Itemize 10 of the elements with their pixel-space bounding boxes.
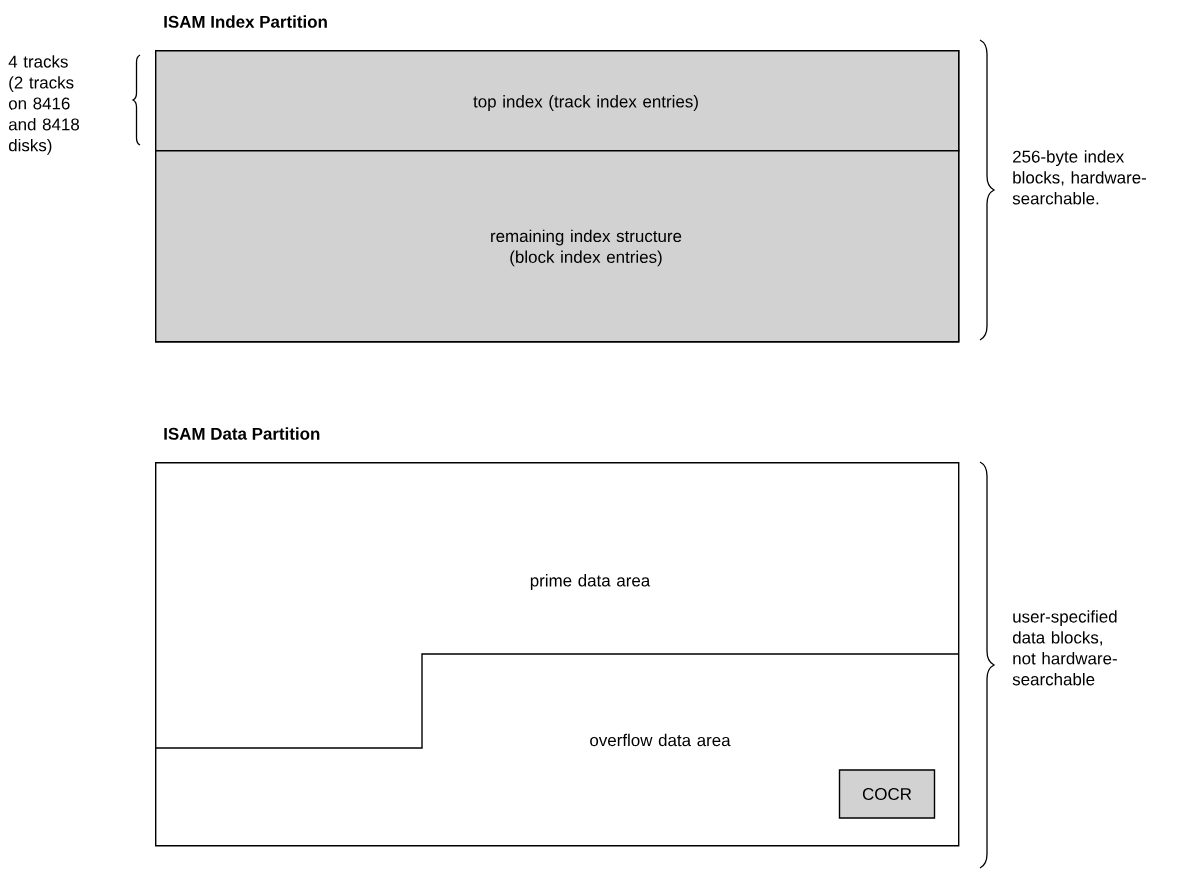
side-note: 256-byte index blocks, hardware-searchable. [1012,150,1147,205]
node-label: ISAM Data Partition [164,427,320,440]
side-note: 4 tracks (2 tracks on 8416 and 8418 disks) [8,55,80,155]
node-label: ISAM Index Partition [164,15,327,28]
area-label: prime data area [530,574,651,590]
area-label: overflow data area [590,733,731,747]
side-note: user-specified data blocks, not hardware-searchable [1012,610,1117,686]
index-band: remaining index structure (block index entries) [155,150,960,343]
index-band: top index (track index entries) [155,50,960,152]
shaded-box: COCR [838,769,936,819]
